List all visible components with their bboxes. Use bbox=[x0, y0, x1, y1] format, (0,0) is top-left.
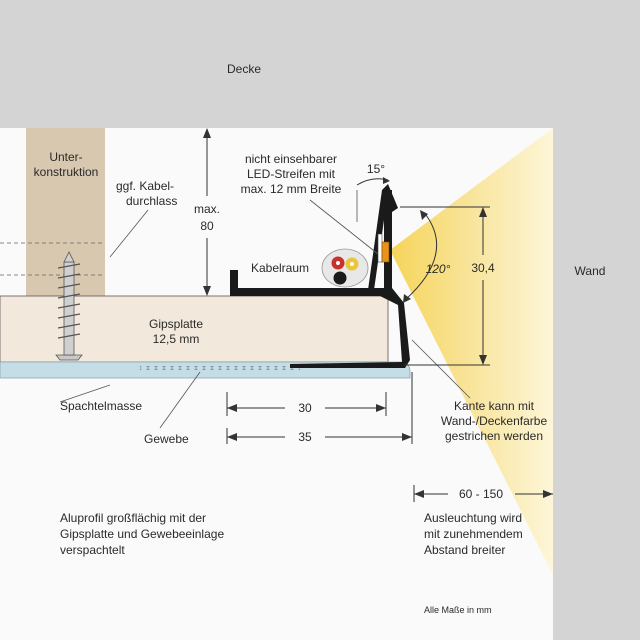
dimension-30-4 bbox=[400, 206, 490, 366]
plasterboard-label-2: 12,5 mm bbox=[153, 332, 200, 346]
dimension-max-80 bbox=[203, 128, 211, 296]
plasterboard-label-1: Gipsplatte bbox=[149, 317, 203, 331]
light-cone bbox=[390, 128, 553, 575]
illumination-note-1: Ausleuchtung wird bbox=[424, 511, 522, 525]
edge-label-1: Kante kann mit bbox=[454, 399, 535, 413]
dimension-15-degree bbox=[356, 177, 390, 186]
illumination-note-3: Abstand breiter bbox=[424, 543, 505, 557]
max-label-1: max. bbox=[194, 202, 220, 216]
led-label-2: LED-Streifen mit bbox=[247, 167, 336, 181]
angle-120-label: 120° bbox=[426, 262, 451, 276]
ceiling-label: Decke bbox=[227, 62, 261, 76]
dimension-30-label: 30 bbox=[298, 401, 312, 415]
aluminium-note-3: verspachtelt bbox=[60, 543, 125, 557]
angle-15-label: 15° bbox=[367, 162, 385, 176]
edge-leader bbox=[411, 339, 471, 399]
dimension-30 bbox=[226, 392, 387, 416]
cable-passage-label-1: ggf. Kabel- bbox=[116, 179, 174, 193]
led-leader bbox=[309, 199, 379, 255]
dimension-35-label: 35 bbox=[298, 430, 312, 444]
dimension-120-degree bbox=[403, 210, 438, 303]
aluminium-note-2: Gipsplatte und Gewebeeinlage bbox=[60, 527, 224, 541]
edge-label-2: Wand-/Deckenfarbe bbox=[441, 414, 548, 428]
wall-label: Wand bbox=[575, 264, 606, 278]
fabric-mesh bbox=[140, 366, 300, 370]
dimension-35 bbox=[226, 372, 413, 444]
aluminium-note-1: Aluprofil großflächig mit der bbox=[60, 511, 206, 525]
led-label-1: nicht einsehbarer bbox=[245, 152, 337, 166]
cable-icon bbox=[321, 248, 369, 288]
cable-passage-label-2: durchlass bbox=[126, 194, 177, 208]
dimension-30-4-label: 30,4 bbox=[471, 261, 495, 275]
dimension-60-150 bbox=[413, 485, 553, 502]
edge-label-3: gestrichen werden bbox=[445, 429, 543, 443]
mesh-leader bbox=[159, 371, 201, 429]
substructure-label-2: konstruktion bbox=[34, 165, 99, 179]
units-note: Alle Maße in mm bbox=[424, 605, 492, 615]
filler-label: Spachtelmasse bbox=[60, 399, 142, 413]
led-strip-base bbox=[377, 233, 383, 263]
substructure-label-1: Unter- bbox=[49, 150, 82, 164]
filler-leader bbox=[59, 384, 111, 403]
illumination-note-2: mit zunehmendem bbox=[424, 527, 523, 541]
cable-passage-leader bbox=[109, 209, 149, 258]
screw-icon bbox=[55, 251, 83, 361]
led-chip bbox=[381, 241, 390, 263]
led-label-3: max. 12 mm Breite bbox=[241, 182, 342, 196]
max-label-2: 80 bbox=[200, 219, 214, 233]
cable-space-label: Kabelraum bbox=[251, 261, 309, 275]
mesh-label: Gewebe bbox=[144, 432, 189, 446]
dimension-60-150-label: 60 - 150 bbox=[459, 487, 503, 501]
